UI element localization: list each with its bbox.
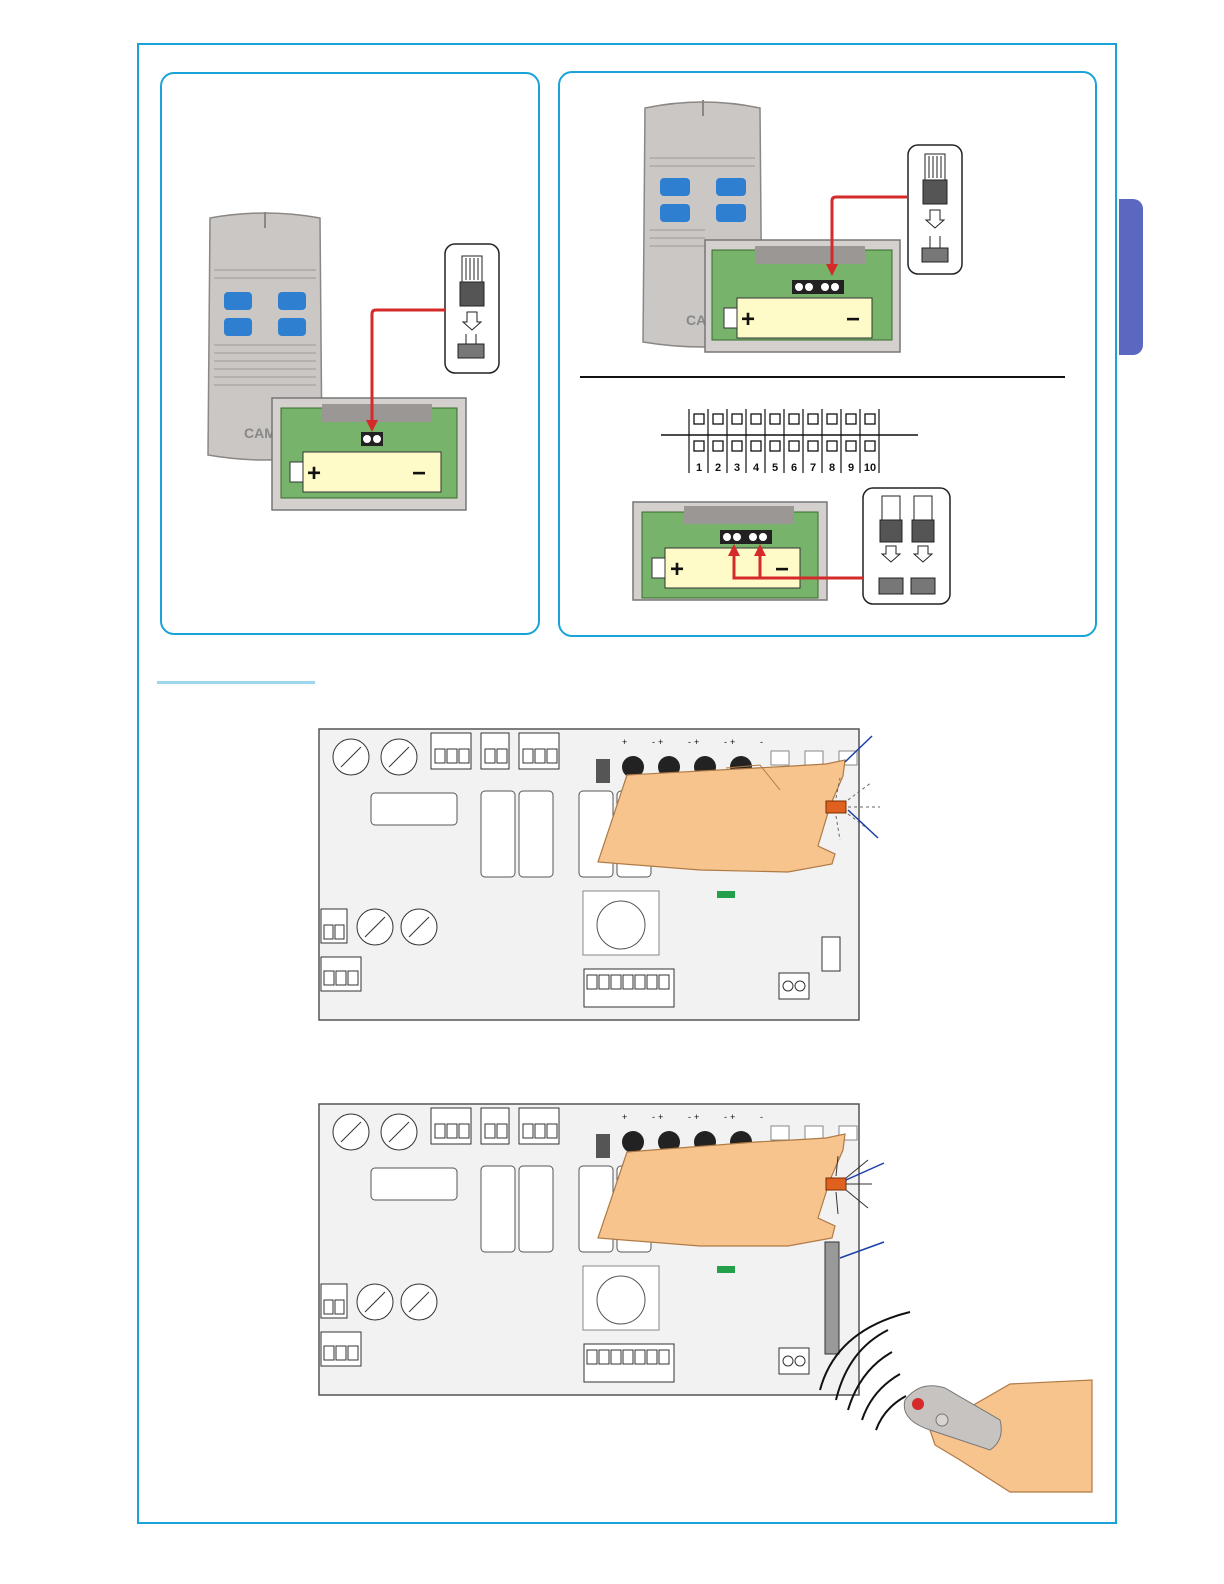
radio-wave-icon: [820, 1312, 910, 1430]
